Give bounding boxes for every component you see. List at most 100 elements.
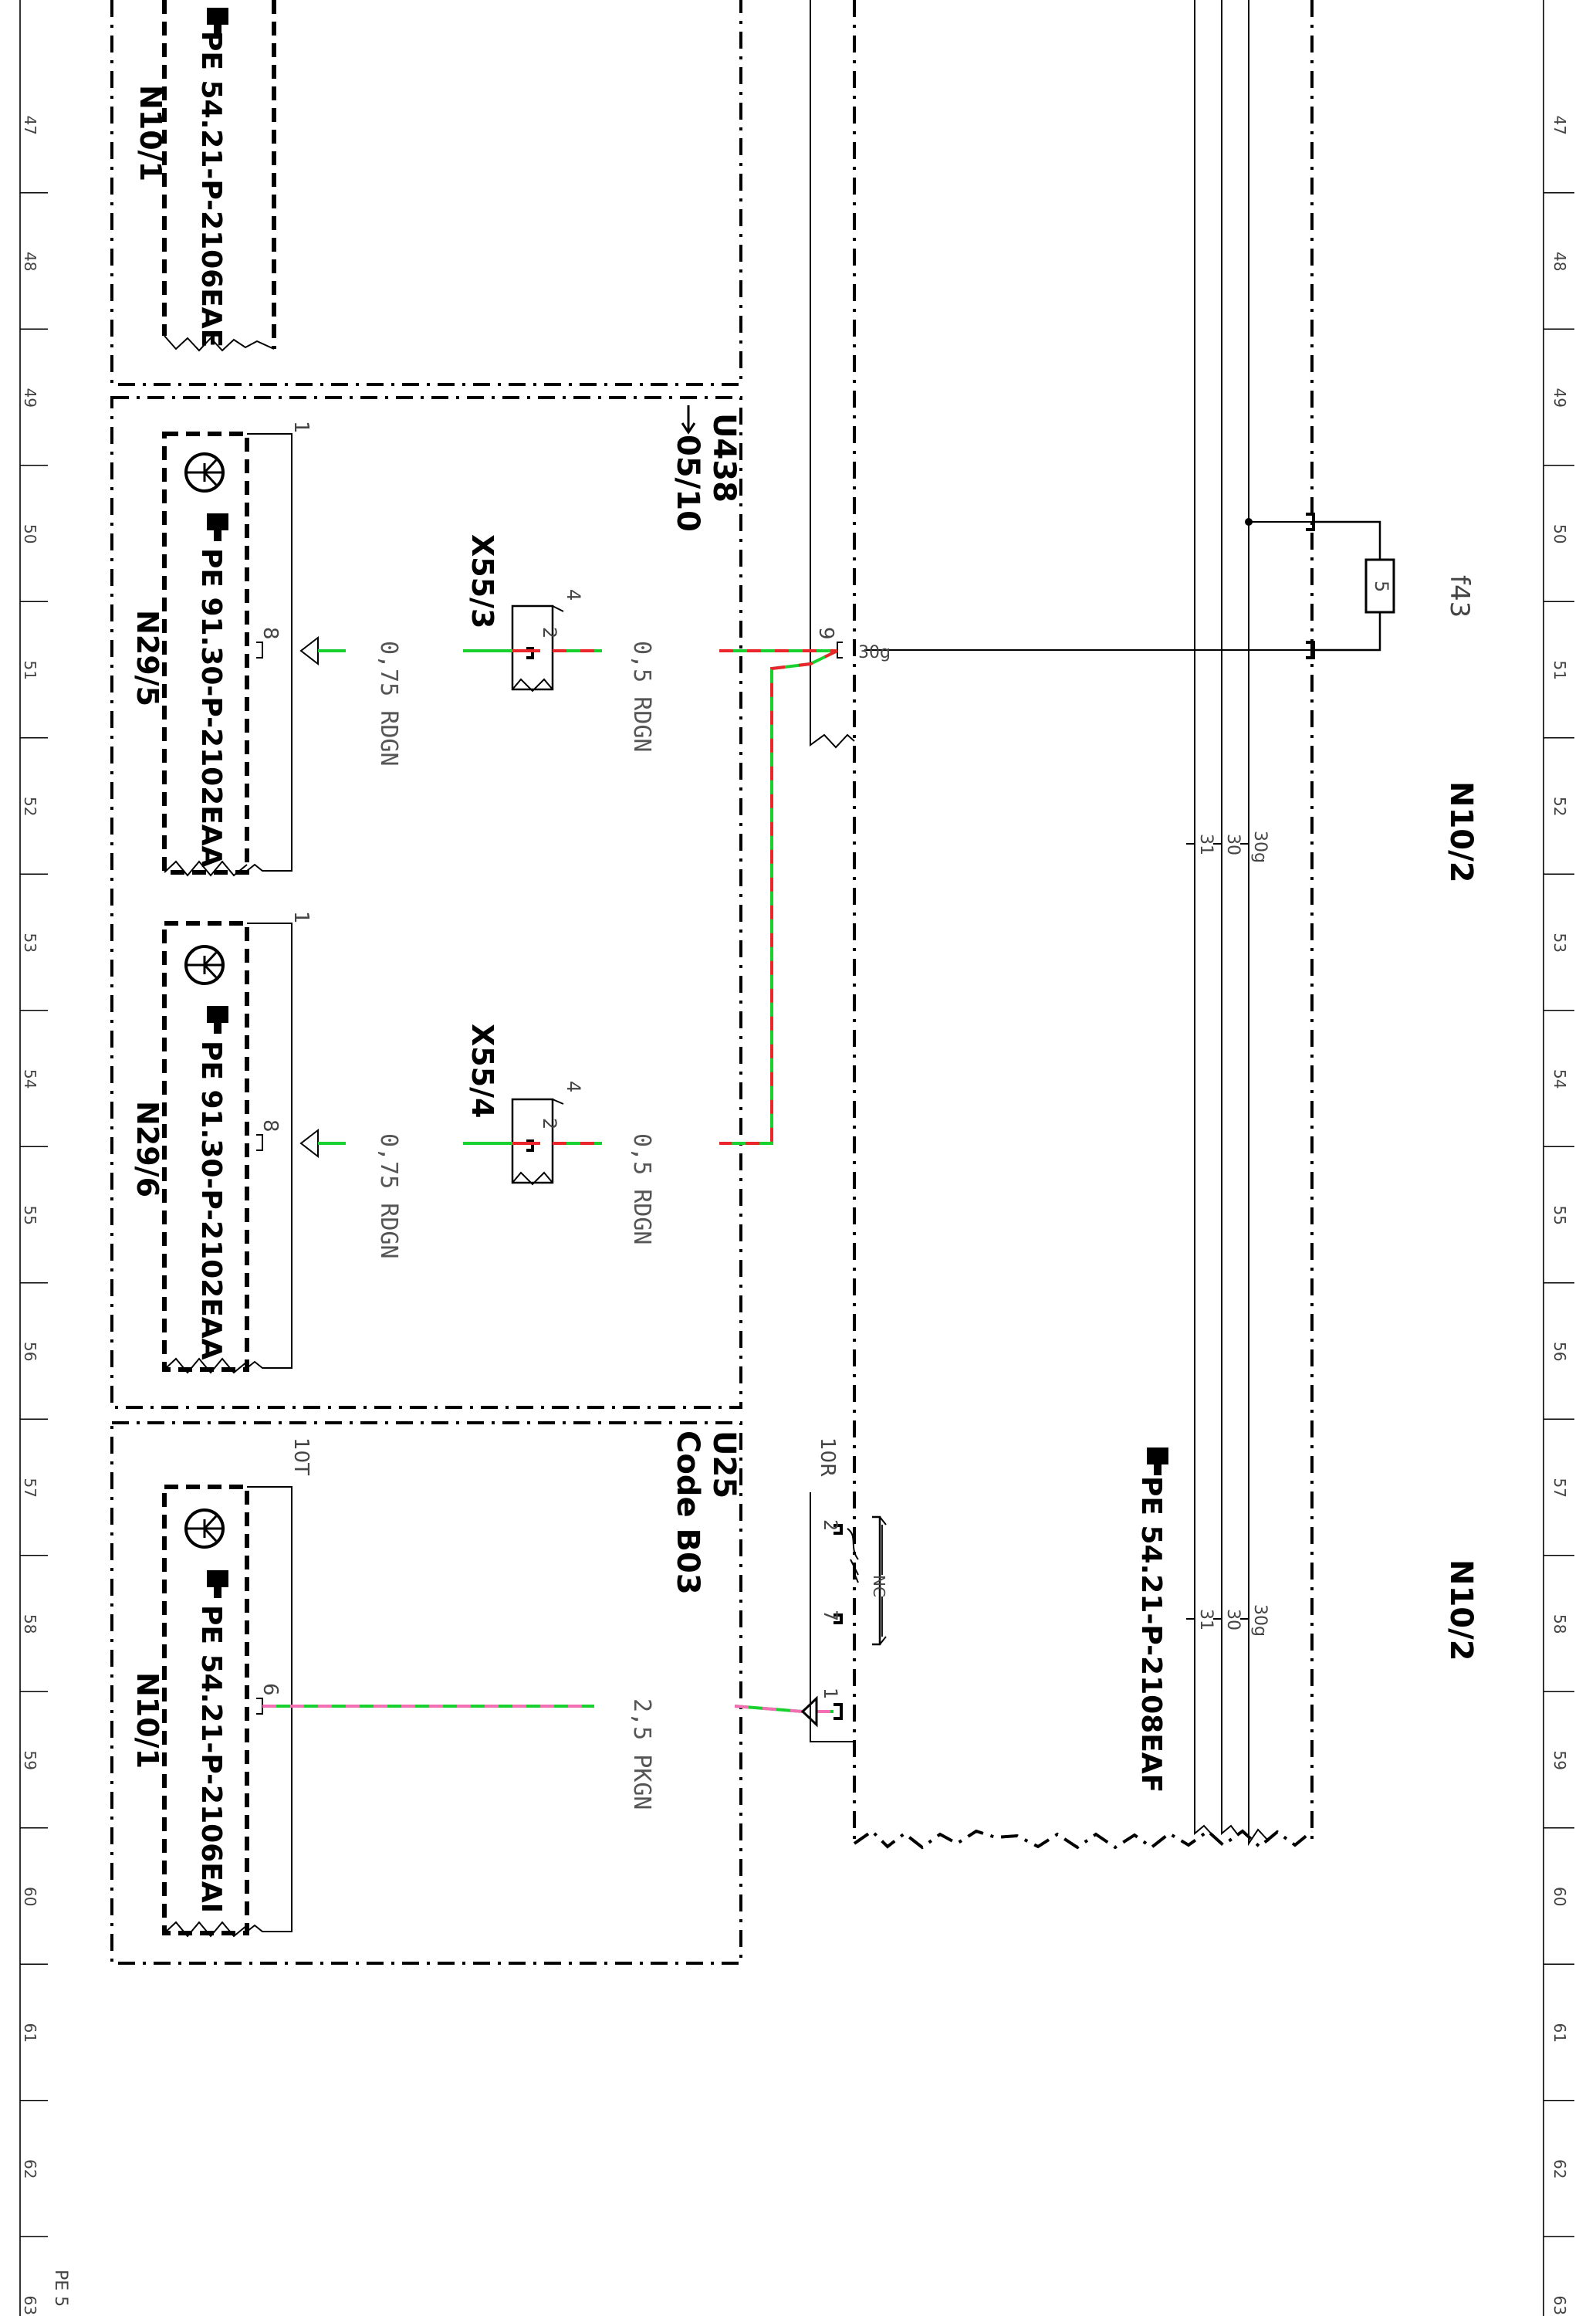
arrow-icon-u438 [681, 405, 696, 435]
grid-number-right: 56 [1550, 1342, 1569, 1361]
grid-number-left: 50 [21, 524, 39, 543]
grid-number-left: 59 [21, 1751, 39, 1770]
grid-number-left: 55 [21, 1206, 39, 1225]
outline-n10-1-bottom [246, 1486, 292, 1932]
module-label-u25: U25 [706, 1431, 742, 1498]
connector-label-x55-3: X55/3 [465, 534, 499, 629]
connector-label-x55-4: X55/4 [465, 1024, 499, 1119]
module-ref-n10-1-bottom: PE 54.21-P-2106EAI [195, 1605, 227, 1913]
fuse-value: 5 [1371, 581, 1392, 592]
connector-x55-4 [511, 1098, 564, 1186]
grid-number-right: 58 [1550, 1614, 1569, 1634]
ecu-n10-1-top [162, 0, 276, 349]
grid-number-left: 52 [21, 797, 39, 816]
bus-label-ticks [1186, 843, 1249, 1620]
break-n29-6 [164, 1357, 248, 1374]
module-label-n10-1-bottom: N10/1 [130, 1672, 164, 1769]
module-ref-n10-2: PE 54.21-P-2108EAF [1135, 1476, 1167, 1793]
connector-pin-a-x55-3: 4 [563, 589, 584, 601]
grid-number-left: 54 [21, 1069, 39, 1089]
grid-number-left: 57 [21, 1478, 39, 1498]
pin-bracket-n10-1 [256, 1698, 263, 1715]
module-ref-u438: 05/10 [670, 435, 705, 532]
pin-top-n10-1-bottom: 10T [289, 1437, 313, 1475]
pin-top-n29-6: 1 [289, 911, 313, 924]
grid-number-right: 55 [1550, 1206, 1569, 1225]
grid-number-right: 49 [1550, 388, 1569, 408]
relay-pin-2: 2 [820, 1519, 841, 1531]
hand-pointer-icon-n29-6 [207, 1006, 228, 1034]
grid-number-left: 62 [21, 2159, 39, 2179]
transistor-icon-n29-6 [184, 945, 225, 985]
terminal-30g-label: 30g [858, 643, 891, 662]
grid-number-left: 58 [21, 1614, 39, 1634]
relay-pin-top: 10R [816, 1437, 839, 1477]
module-label-n29-5: N29/5 [130, 610, 164, 706]
connector-x55-3 [511, 604, 564, 692]
relay-pin-7: 7 [820, 1610, 841, 1621]
bus-label-31-a: 31 [1196, 834, 1216, 855]
grid-number-left: 63 [21, 2296, 39, 2315]
pin-n10-1-bottom: 6 [259, 1683, 282, 1696]
relay-pin-1: 1 [820, 1688, 841, 1699]
grid-number-left: 53 [21, 933, 39, 953]
bus-label-30g-b: 30g [1250, 1604, 1270, 1637]
wire-branch-stripe [719, 649, 838, 1145]
hand-pointer-icon-n29-5 [207, 513, 228, 541]
frame-n10-1-top [110, 0, 742, 386]
module-code-u25: Code B03 [670, 1431, 705, 1595]
frame-n10-2-bottom-break [853, 1829, 1314, 1850]
module-label-u438: U438 [706, 413, 742, 503]
ecu-n29-5 [162, 432, 249, 875]
bus-lines [1194, 0, 1312, 1847]
grid-number-right: 62 [1550, 2159, 1569, 2179]
wire-branch-base [719, 649, 838, 1145]
grid-number-left: 49 [21, 388, 39, 408]
pin-n29-6: 8 [259, 1119, 282, 1133]
grid-number-right: 61 [1550, 2023, 1569, 2043]
pin-n29-5: 8 [259, 627, 282, 640]
break-n10-1-bottom [164, 1921, 248, 1938]
wire-w5-stripe [262, 1705, 803, 1713]
grid-number-right: 51 [1550, 661, 1569, 680]
pin-bracket-30g [837, 642, 843, 659]
arrow-n29-5 [299, 635, 319, 666]
module-ref-n29-6: PE 91.30-P-2102EAA [195, 1041, 227, 1360]
frame-n10-2 [853, 0, 1314, 1844]
module-label-n10-2-a: N10/2 [1443, 781, 1479, 883]
bus-label-30-a: 30 [1223, 834, 1243, 855]
outline-n29-5 [246, 433, 292, 872]
grid-number-right: 60 [1550, 1887, 1569, 1906]
pin-9-label: 9 [814, 627, 837, 640]
bus-label-31-b: 31 [1196, 1609, 1216, 1630]
arrow-n29-6 [299, 1128, 319, 1159]
wire-label-w5: 2,5 PKGN [628, 1698, 655, 1810]
grid-number-left: 47 [21, 116, 39, 135]
page-ref-label: PE 5 [51, 2270, 70, 2307]
grid-number-right: 59 [1550, 1751, 1569, 1770]
grid-number-left: 61 [21, 2023, 39, 2043]
transistor-icon-n29-5 [184, 452, 225, 493]
wire-label-w2: 0,5 RDGN [628, 641, 655, 753]
grid-number-left: 48 [21, 252, 39, 271]
ecu-n29-6 [162, 921, 249, 1372]
connector-pin-a-x55-4: 4 [563, 1081, 584, 1092]
transistor-icon-n10-1 [184, 1508, 225, 1549]
break-n10-1-top [164, 335, 275, 352]
bus-label-30g-a: 30g [1250, 831, 1270, 863]
module-ref-n29-5: PE 91.30-P-2102EAA [195, 548, 227, 868]
grid-number-left: 60 [21, 1887, 39, 1906]
grid-number-right: 48 [1550, 252, 1569, 271]
grid-number-right: 47 [1550, 116, 1569, 135]
hand-pointer-icon-n10-1-top [207, 8, 228, 36]
pin-top-n29-5: 1 [289, 421, 313, 434]
module-label-n29-6: N29/6 [130, 1101, 164, 1197]
hand-pointer-icon-n10-2 [1147, 1448, 1168, 1475]
bus-label-30-b: 30 [1223, 1609, 1243, 1630]
module-label-n10-2-b: N10/2 [1443, 1559, 1479, 1661]
fuse-f43 [1306, 513, 1395, 659]
grid-number-right: 53 [1550, 933, 1569, 953]
wire-w5-base [262, 1705, 803, 1713]
